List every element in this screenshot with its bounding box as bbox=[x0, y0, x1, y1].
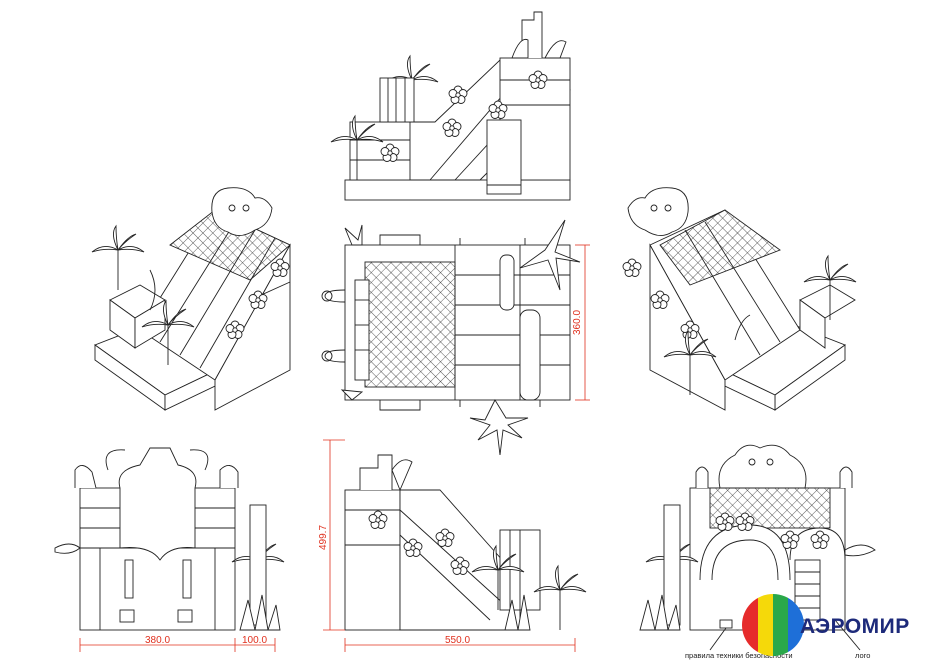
iso-right-view bbox=[622, 187, 857, 411]
dimension-side-height: 499.7 bbox=[318, 525, 329, 550]
dimension-front-extra: 100.0 bbox=[242, 635, 267, 646]
note-safety-rules: правила техники безопасности bbox=[685, 651, 793, 660]
brand-name: АЭРОМИР bbox=[800, 615, 910, 638]
dimension-front-width: 380.0 bbox=[145, 635, 170, 646]
dimension-plan-depth: 360.0 bbox=[572, 310, 583, 335]
back-view: правила техники безопасности лого bbox=[639, 444, 876, 660]
iso-left-view bbox=[91, 187, 291, 411]
side-view: 499.7 550.0 bbox=[318, 439, 587, 652]
plan-view: 360.0 bbox=[321, 219, 590, 456]
dimension-side-length: 550.0 bbox=[445, 635, 470, 646]
note-logo: лого bbox=[855, 651, 870, 660]
beach-ball-icon bbox=[742, 594, 804, 656]
front-view: 380.0 100.0 bbox=[54, 447, 285, 652]
top-view bbox=[330, 11, 571, 201]
